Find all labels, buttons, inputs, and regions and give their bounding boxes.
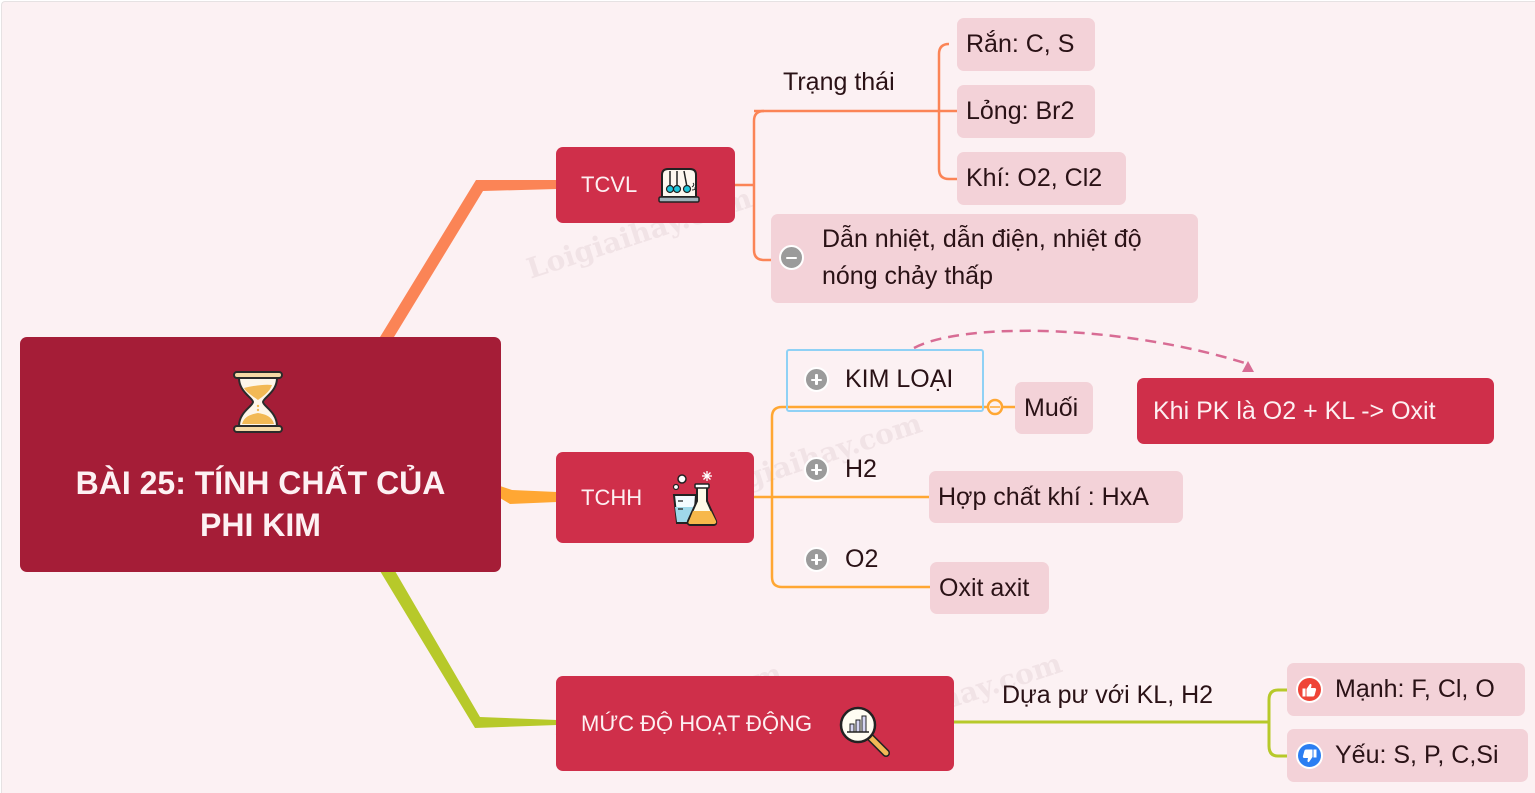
root-topic[interactable]: BÀI 25: TÍNH CHẤT CỦA PHI KIM [20,337,501,572]
branch-muc-do-hoat-dong[interactable]: MỨC ĐỘ HOẠT ĐỘNG [556,676,954,771]
branch-label: TCVL [581,172,638,197]
leaf-dan-nhiet[interactable]: Dẫn nhiệt, dẫn điện, nhiệt độ nóng chảy … [771,214,1198,303]
leaf-label: Hợp chất khí : HxA [938,482,1149,511]
leaf-manh[interactable]: Mạnh: F, Cl, O [1287,663,1525,716]
branch-label: MỨC ĐỘ HOẠT ĐỘNG [581,710,813,736]
thumbs-down-icon [1296,742,1323,769]
leaf-label: Yếu: S, P, C,Si [1335,741,1499,769]
branch-label: TCHH [581,484,643,510]
relation-arrowhead [1242,361,1254,372]
leaf-label: Rắn: C, S [966,30,1075,58]
leaf-muoi[interactable]: Muối [1015,382,1093,434]
newtons-cradle-icon [657,165,701,205]
subtopic-trang-thai[interactable]: Trạng thái [783,68,895,96]
subtopic-kim-loai[interactable]: KIM LOẠI [845,365,954,393]
leaf-label-line2: nóng chảy thấp [822,262,993,290]
leaf-label: Mạnh: F, Cl, O [1335,675,1495,703]
subtopic-dua-pu[interactable]: Dựa pư với KL, H2 [1002,681,1214,709]
expand-toggle-icon[interactable] [804,457,829,482]
selection-highlight [786,349,984,412]
leaf-label-line1: Dẫn nhiệt, dẫn điện, nhiệt độ [822,225,1142,253]
chemistry-flasks-icon [670,469,720,527]
leaf-label: Lỏng: Br2 [966,97,1075,125]
leaf-khi[interactable]: Khí: O2, Cl2 [957,152,1126,205]
leaf-oxit-axit[interactable]: Oxit axit [930,562,1049,614]
thumbs-up-icon [1296,676,1323,703]
leaf-label: Khí: O2, Cl2 [966,164,1103,192]
leaf-long[interactable]: Lỏng: Br2 [957,85,1095,138]
leaf-yeu[interactable]: Yếu: S, P, C,Si [1287,729,1528,782]
hourglass-icon [233,371,283,433]
subtopic-h2[interactable]: H2 [845,455,877,483]
branch-tchh[interactable]: TCHH [556,452,754,543]
collapse-toggle-icon[interactable] [779,245,804,270]
subtopic-o2[interactable]: O2 [845,545,879,573]
connector-root-mucdo [380,571,557,728]
connector-root-tcvl [380,180,557,337]
root-title-line: BÀI 25: TÍNH CHẤT CỦA [75,465,446,501]
leaf-label: Muối [1024,393,1079,422]
magnifier-chart-icon [838,705,894,761]
expand-toggle-icon[interactable] [804,367,829,392]
branch-tcvl[interactable]: TCVL [556,147,735,223]
callout-oxit[interactable]: Khi PK là O2 + KL -> Oxit [1137,378,1494,444]
leaf-hop-chat-khi[interactable]: Hợp chất khí : HxA [929,471,1183,523]
leaf-label: Oxit axit [939,573,1030,602]
callout-label: Khi PK là O2 + KL -> Oxit [1153,396,1436,425]
connector-root-tchh [500,486,557,504]
root-title-line: PHI KIM [200,507,321,543]
root-title: BÀI 25: TÍNH CHẤT CỦA PHI KIM [20,462,501,546]
expand-toggle-icon[interactable] [804,547,829,572]
leaf-ran[interactable]: Rắn: C, S [957,18,1095,71]
